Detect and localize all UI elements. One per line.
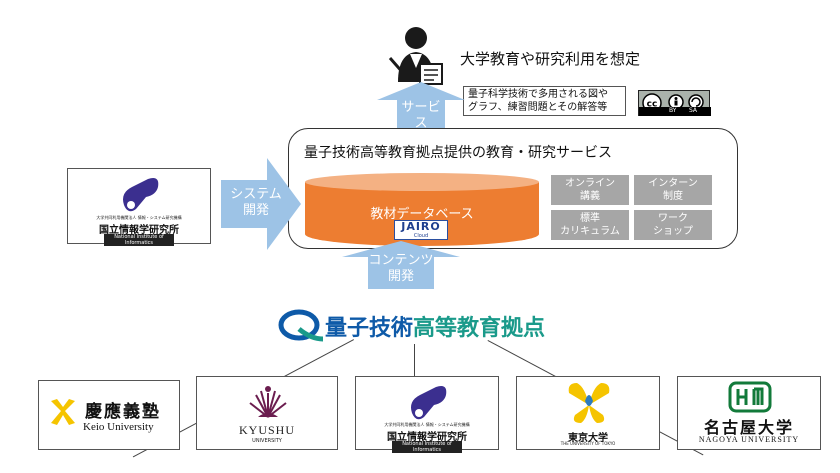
keio-en-name: Keio University (83, 421, 154, 433)
cc-by-label: BY (669, 107, 677, 114)
service-internship: インターン制度 (634, 175, 712, 205)
tokyo-en-name: THE UNIVERSITY OF TOKYO (560, 441, 616, 446)
content-arrow-line-2: 開発 (387, 269, 414, 284)
service-curriculum-line-2: カリキュラム (560, 226, 620, 237)
top-caption: 大学教育や研究利用を想定 (460, 50, 641, 68)
service-online-line-1: オンライン (565, 178, 615, 189)
service-online-line-2: 講義 (580, 191, 600, 202)
nii-small-text: 大学共同利用機関法人 情報・システム研究機構 (96, 215, 182, 220)
connector-center (414, 344, 415, 378)
content-arrow (342, 241, 460, 289)
jairo-cloud-logo: JAIRO Cloud (394, 220, 448, 240)
content-arrow-line-1: コンテンツ (368, 253, 434, 268)
teacher-icon (388, 27, 443, 85)
nii-main-text: 国立情報学研究所 (99, 225, 179, 236)
keio-logo-box: 慶應義塾 Keio University (38, 380, 180, 450)
nii-logo-box-left: 大学共同利用機関法人 情報・システム研究機構 国立情報学研究所 National… (67, 168, 211, 246)
nii-logo-box-bottom: 大学共同利用機関法人 情報・システム研究機構 国立情報学研究所 National… (355, 376, 499, 453)
kyushu-sub-name: UNIVERSITY (252, 438, 282, 444)
kyushu-en-name: KYUSHU (238, 423, 295, 437)
nagoya-logo-box: 名古屋大学 NAGOYA UNIVERSITY (677, 376, 821, 450)
service-curriculum-line-1: 標準 (579, 213, 600, 224)
kyushu-logo-box: KYUSHU UNIVERSITY (196, 376, 338, 450)
note-box: 量子科学技術で多用される図や グラフ、練習問題とその解答等 (463, 86, 626, 116)
system-arrow-line-2: 開発 (242, 203, 269, 218)
kyushu-emblem-icon (249, 386, 287, 418)
jairo-text: JAIRO (401, 220, 441, 233)
service-online-lecture: オンライン講義 (551, 175, 629, 205)
jairo-sub-text: Cloud (413, 233, 429, 239)
system-arrow (221, 158, 301, 250)
service-intern-line-2: 制度 (663, 191, 683, 202)
note-line-2: グラフ、練習問題とその解答等 (468, 102, 608, 113)
database-label: 教材データベース (370, 207, 474, 222)
svg-text:cc: cc (647, 100, 658, 110)
hub-title-part2: 高等教育拠点 (413, 316, 546, 341)
tokyo-logo-box: 東京大学 THE UNIVERSITY OF TOKYO (516, 376, 660, 450)
service-arrow-line-1: サービス (401, 100, 441, 131)
nii-main-text-bottom: 国立情報学研究所 (387, 432, 467, 443)
nagoya-en-name: NAGOYA UNIVERSITY (698, 435, 800, 444)
cc-sa-label: SA (689, 107, 698, 114)
cc-by-sa-badge: cc BY SA (638, 90, 711, 116)
keio-jp-name: 慶應義塾 (85, 402, 161, 422)
service-intern-line-1: インターン (648, 178, 698, 189)
nii-small-text-bottom: 大学共同利用機関法人 情報・システム研究機構 (384, 422, 470, 427)
nagoya-emblem-icon (728, 381, 772, 413)
nii-en-text: National Institute of Informatics (104, 234, 174, 246)
content-arrow-label: コンテンツ 開発 (368, 253, 434, 285)
nii-en-text-bottom: National Institute of Informatics (392, 441, 462, 453)
service-standard-curriculum: 標準カリキュラム (551, 210, 629, 240)
hub-q-icon (278, 309, 324, 342)
service-workshop-line-2: ショップ (653, 226, 693, 237)
system-arrow-line-1: システム (230, 187, 282, 202)
tokyo-jp-name: 東京大学 (568, 433, 608, 444)
keio-pen-icon (51, 399, 75, 425)
service-arrow (377, 82, 465, 134)
service-workshop-line-1: ワーク (658, 213, 688, 224)
database-cylinder (305, 173, 539, 246)
nii-emblem-icon-bottom (411, 386, 447, 420)
quantum-hub-logo: 量子技術 高等教育拠点 (275, 308, 575, 344)
main-box-title: 量子技術高等教育拠点提供の教育・研究サービス (304, 145, 612, 161)
nii-emblem-icon (123, 178, 159, 212)
note-line-1: 量子科学技術で多用される図や (468, 89, 608, 100)
service-workshop: ワークショップ (634, 210, 712, 240)
nagoya-jp-name: 名古屋大学 (703, 418, 794, 437)
tokyo-ginkgo-icon (568, 383, 610, 423)
hub-title-part1: 量子技術 (325, 316, 414, 341)
system-arrow-label: システム 開発 (226, 187, 286, 219)
